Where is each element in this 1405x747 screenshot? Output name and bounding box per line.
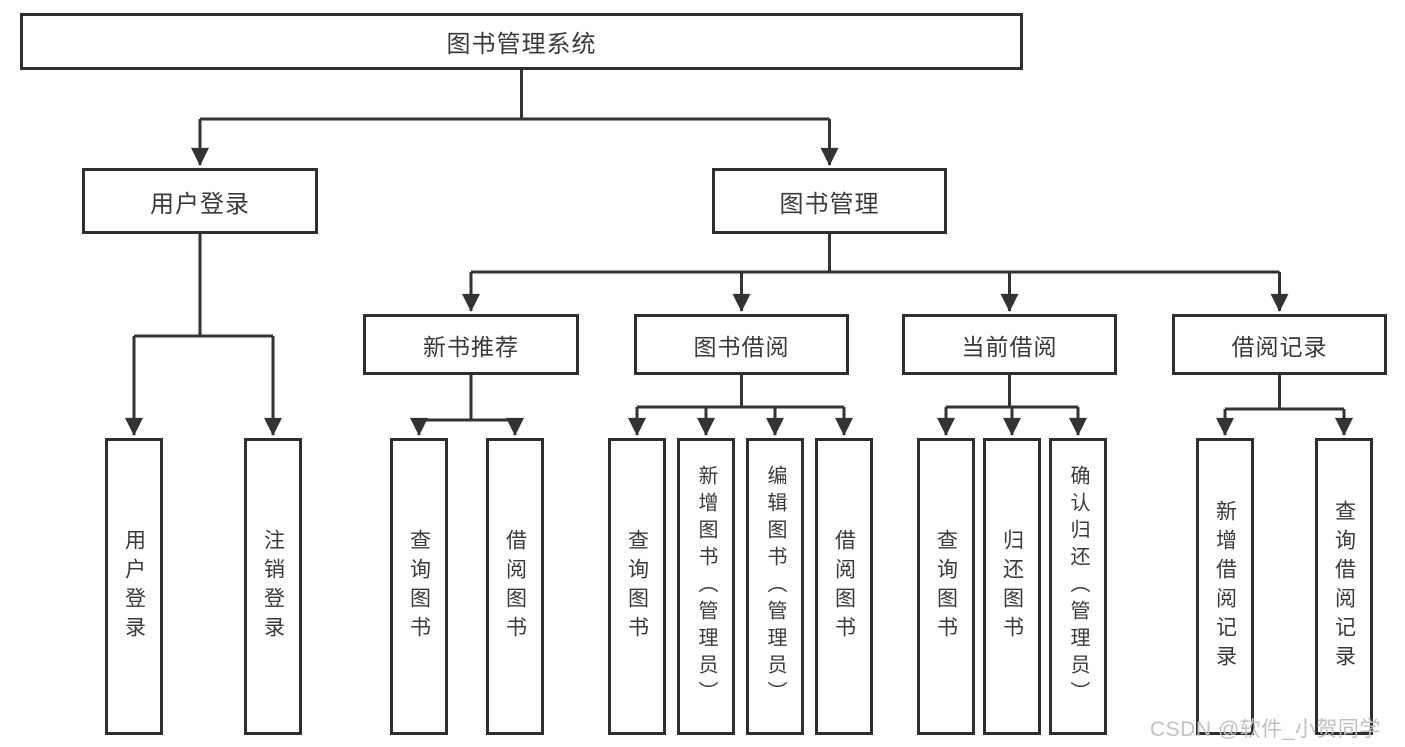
- node-label: 图书借阅: [693, 333, 790, 360]
- node-borrowing-records: 借阅记录: [1172, 314, 1387, 375]
- node-label: 用户登录: [122, 528, 146, 645]
- leaf-user-login: 用户登录: [105, 438, 163, 735]
- node-label: 借阅记录: [1231, 333, 1328, 360]
- node-label: 当前借阅: [961, 333, 1058, 360]
- node-label: 图书管理系统: [446, 31, 597, 58]
- leaf-return-books: 归还图书: [983, 438, 1041, 735]
- node-new-book-recommendation: 新书推荐: [363, 314, 579, 375]
- node-book-borrowing: 图书借阅: [634, 314, 849, 375]
- node-label: 新书推荐: [423, 333, 519, 360]
- node-label: 新增借阅记录: [1213, 499, 1237, 674]
- node-label: 确认归还（管理员）: [1067, 465, 1089, 708]
- csdn-watermark: CSDN @软件_小贺同学: [1150, 718, 1381, 741]
- node-library-management-system: 图书管理系统: [20, 13, 1023, 70]
- node-current-borrowing: 当前借阅: [902, 314, 1117, 375]
- leaf-confirm-return-admin: 确认归还（管理员）: [1049, 438, 1107, 735]
- node-user-login: 用户登录: [82, 168, 318, 234]
- node-label: 查询借阅记录: [1332, 499, 1356, 674]
- leaf-logout: 注销登录: [244, 438, 302, 735]
- node-label: 编辑图书（管理员）: [764, 465, 786, 708]
- leaf-add-borrow-record: 新增借阅记录: [1196, 438, 1254, 735]
- leaf-edit-books-admin: 编辑图书（管理员）: [746, 438, 804, 735]
- node-book-management: 图书管理: [712, 168, 947, 234]
- node-label: 用户登录: [150, 190, 250, 218]
- node-label: 查询图书: [625, 528, 649, 645]
- leaf-add-books-admin: 新增图书（管理员）: [677, 438, 735, 735]
- leaf-query-books-current: 查询图书: [917, 438, 975, 735]
- node-label: 查询图书: [934, 528, 958, 645]
- node-label: 查询图书: [407, 528, 431, 645]
- node-label: 图书管理: [779, 190, 880, 218]
- node-label: 注销登录: [261, 528, 285, 645]
- leaf-query-borrow-record: 查询借阅记录: [1315, 438, 1373, 735]
- leaf-borrow-books: 借阅图书: [815, 438, 873, 735]
- leaf-query-books-recommend: 查询图书: [390, 438, 448, 735]
- node-label: 新增图书（管理员）: [695, 465, 717, 708]
- node-label: 借阅图书: [503, 528, 527, 645]
- node-label: 借阅图书: [832, 528, 856, 645]
- leaf-query-books-borrow: 查询图书: [608, 438, 666, 735]
- node-label: 归还图书: [1000, 528, 1024, 645]
- leaf-borrow-books-recommend: 借阅图书: [486, 438, 544, 735]
